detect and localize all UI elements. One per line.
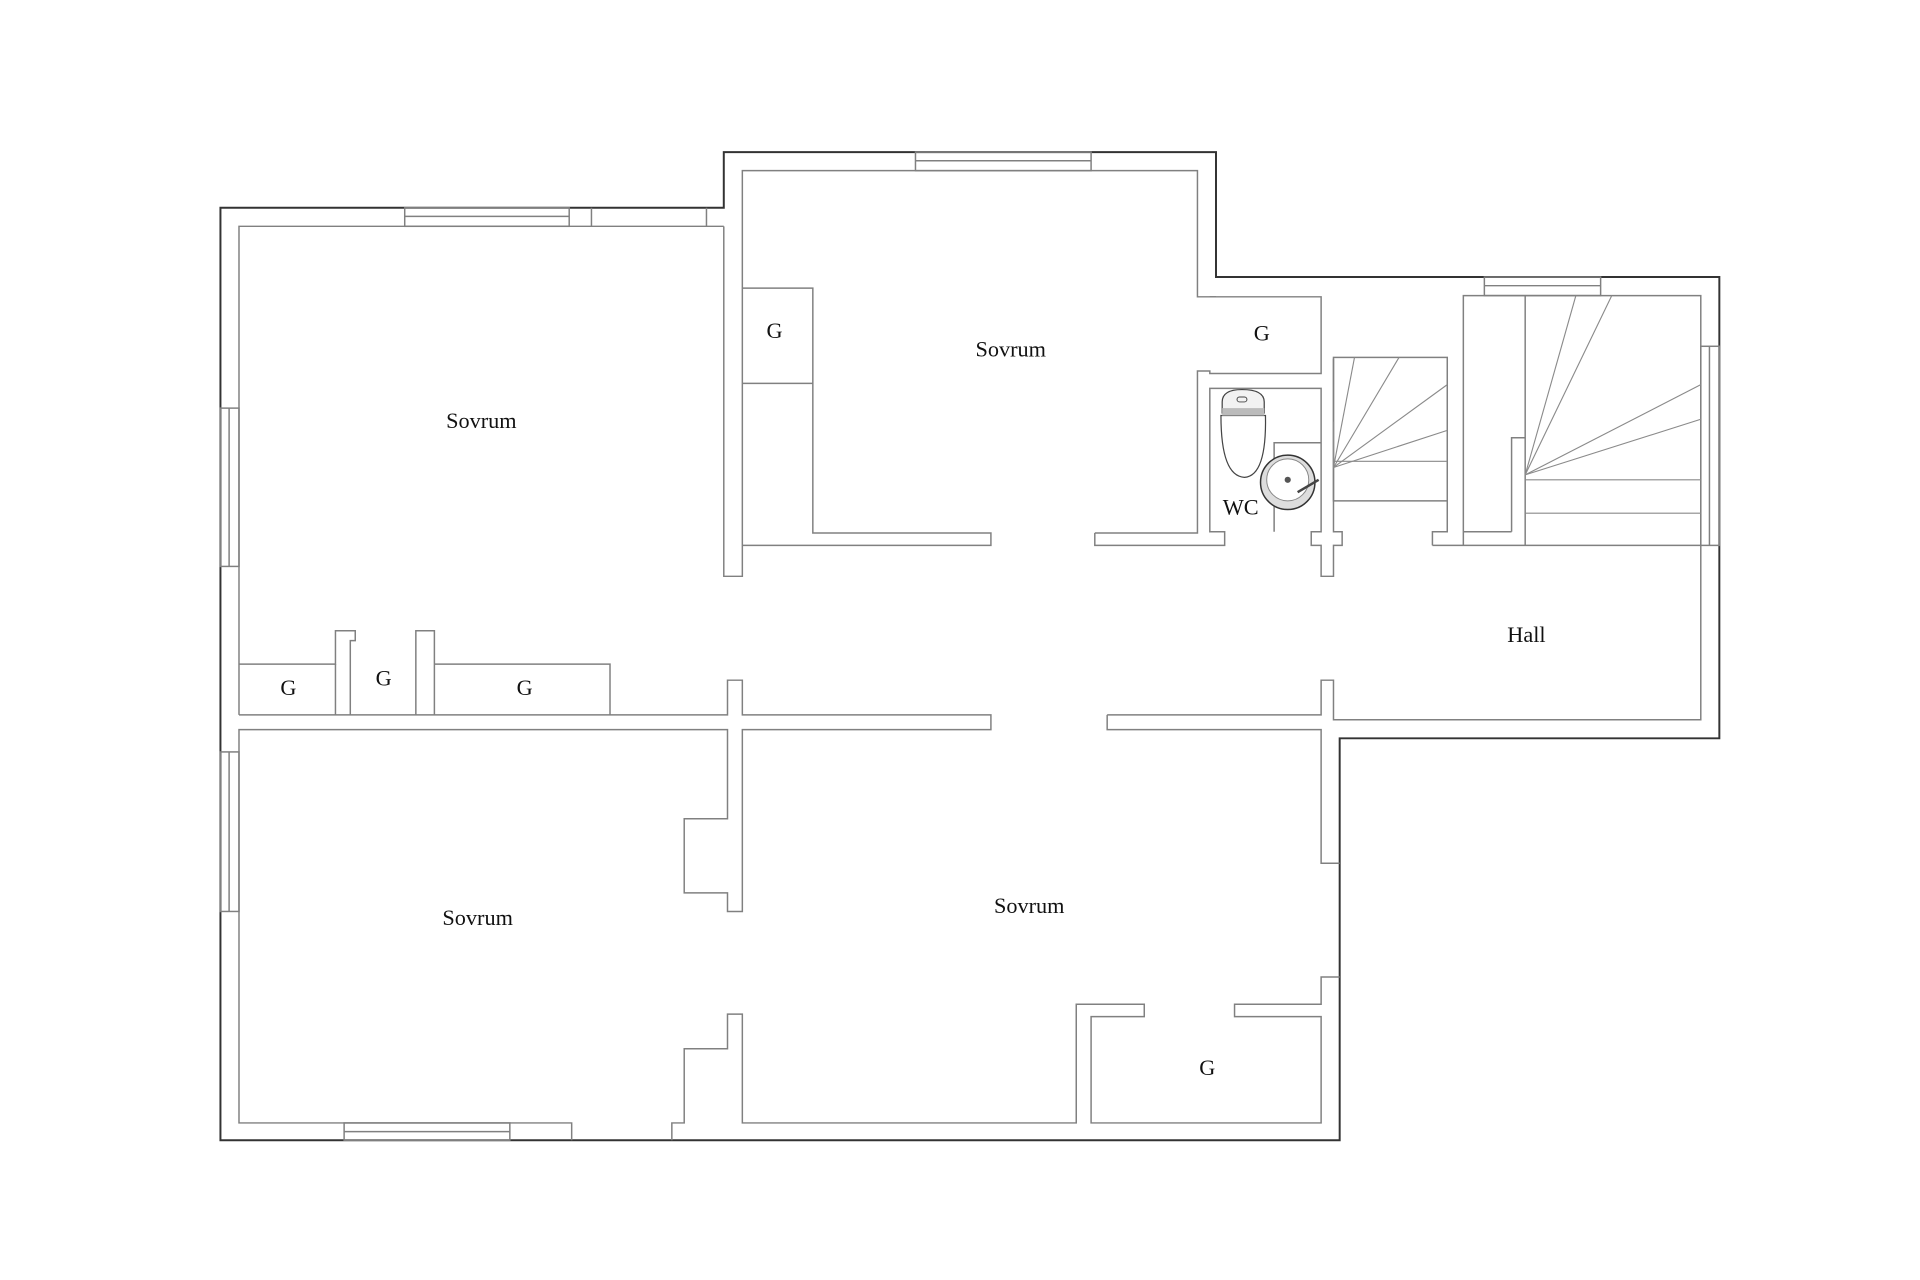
room-label-bedroom: Sovrum <box>446 408 516 433</box>
closet-label: G <box>376 665 392 690</box>
closet-label: G <box>1199 1055 1215 1080</box>
room-label-hall: Hall <box>1507 622 1545 647</box>
sink-icon <box>1259 454 1320 511</box>
staircase-small <box>1332 357 1448 469</box>
windows <box>219 151 1721 1141</box>
outer-wall <box>219 151 1721 1142</box>
inner-walls <box>238 169 1702 1141</box>
closet-label: G <box>766 318 782 343</box>
room-label-bedroom: Sovrum <box>975 336 1045 361</box>
closet-label: G <box>517 675 533 700</box>
room-label-wc: WC <box>1223 495 1259 520</box>
closet-label: G <box>1254 320 1270 345</box>
toilet-icon <box>1220 388 1267 478</box>
room-label-bedroom: Sovrum <box>442 905 512 930</box>
staircase-large <box>1524 295 1702 514</box>
closet-label: G <box>280 675 296 700</box>
room-label-bedroom: Sovrum <box>994 893 1064 918</box>
